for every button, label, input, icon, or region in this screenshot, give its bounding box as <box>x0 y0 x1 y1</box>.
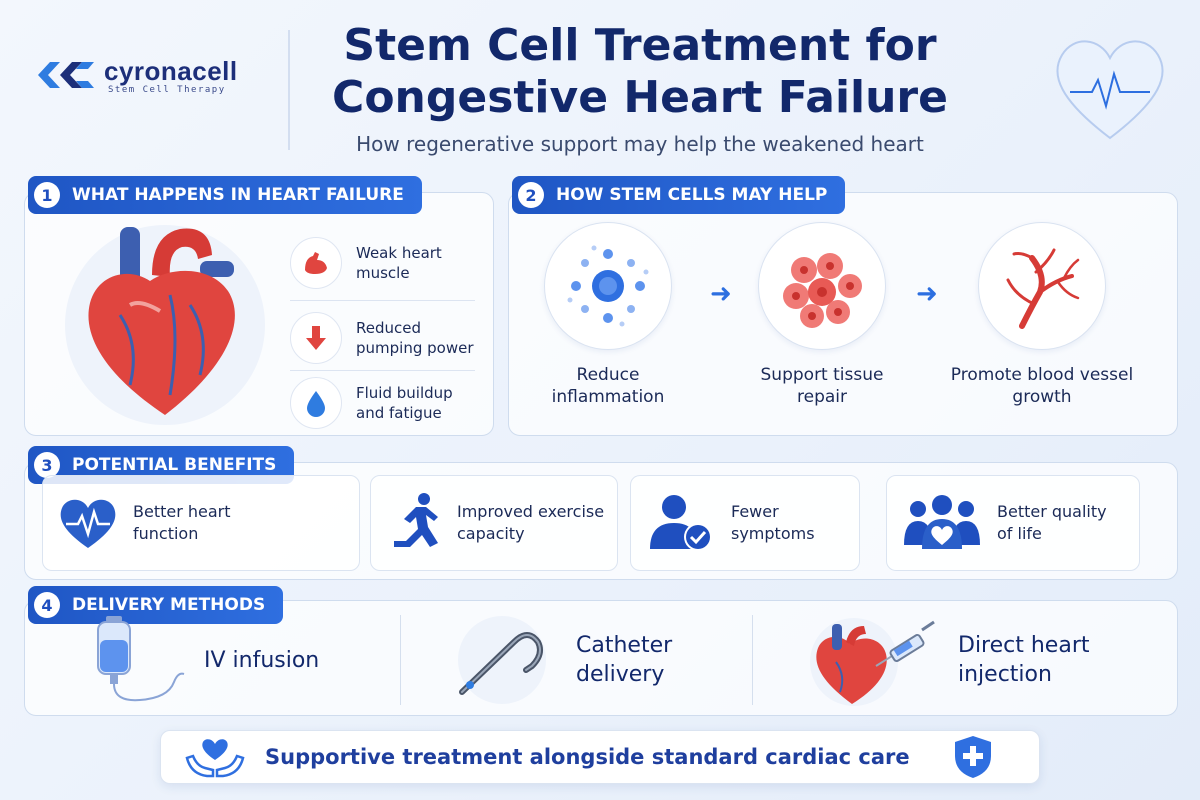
heart-pulse-icon <box>43 483 133 563</box>
method-divider <box>752 615 753 705</box>
decorative-heart-pulse-icon <box>1056 40 1164 140</box>
method-divider <box>400 615 401 705</box>
muscle-icon <box>290 237 342 289</box>
benefit-card: Fewer symptoms <box>630 475 860 571</box>
benefit-card: Better heart function <box>42 475 360 571</box>
symptom-divider <box>290 370 475 371</box>
catheter-icon <box>458 616 546 704</box>
section-number: 1 <box>34 182 60 208</box>
section-number: 3 <box>34 452 60 478</box>
section-number: 4 <box>34 592 60 618</box>
benefit-card: Better quality of life <box>886 475 1140 571</box>
benefit-label: Better heart function <box>133 502 231 543</box>
group-heart-icon <box>887 483 997 563</box>
hands-heart-icon <box>185 739 245 778</box>
symptom-divider <box>290 300 475 301</box>
section-delivery-header: 4 DELIVERY METHODS <box>28 586 284 624</box>
header-divider <box>288 30 290 150</box>
down-arrow-icon <box>290 312 342 364</box>
stem-cell-icon <box>544 222 672 350</box>
mechanism-step: Reduce inflammation <box>508 222 708 408</box>
section-number: 2 <box>518 182 544 208</box>
footer-text: Supportive treatment alongside standard … <box>265 745 910 769</box>
brand-logo: cyronacell Stem Cell Therapy <box>32 52 272 102</box>
method-label: Catheter delivery <box>576 633 673 687</box>
page-subtitle: How regenerative support may help the we… <box>356 132 924 156</box>
cyronacell-logo-icon <box>38 62 94 88</box>
runner-icon <box>371 483 457 563</box>
symptom-item: Fluid buildup and fatigue <box>290 370 475 436</box>
footer-banner: Supportive treatment alongside standard … <box>160 730 1040 784</box>
delivery-method: IV infusion <box>80 610 380 710</box>
benefit-card: Improved exercise capacity <box>370 475 618 571</box>
benefit-label: Fewer symptoms <box>731 502 815 543</box>
mechanism-step: Support tissue repair <box>722 222 922 408</box>
iv-bag-icon <box>97 616 185 702</box>
brand-name: cyronacell <box>104 56 238 86</box>
section-title: POTENTIAL BENEFITS <box>72 455 277 475</box>
blood-vessel-icon <box>978 222 1106 350</box>
section-benefits-header: 3 POTENTIAL BENEFITS <box>28 446 295 484</box>
shield-cross-icon <box>955 736 991 778</box>
symptom-label: Weak heart muscle <box>356 244 442 282</box>
section-title: HOW STEM CELLS MAY HELP <box>556 185 828 205</box>
brand-tagline: Stem Cell Therapy <box>108 85 226 95</box>
section-stem-cells-header: 2 HOW STEM CELLS MAY HELP <box>512 176 846 214</box>
mechanism-step: Promote blood vessel growth <box>942 222 1142 408</box>
method-label: Direct heart injection <box>958 633 1090 687</box>
delivery-method: Catheter delivery <box>452 610 742 710</box>
step-label: Support tissue repair <box>760 365 884 407</box>
symptom-item: Weak heart muscle <box>290 230 475 296</box>
arrow-right-icon: ➜ <box>710 278 732 308</box>
symptom-label: Fluid buildup and fatigue <box>356 384 453 422</box>
arrow-right-icon: ➜ <box>916 278 938 308</box>
page-title: Stem Cell Treatment for Congestive Heart… <box>332 20 948 123</box>
droplet-icon <box>290 377 342 429</box>
method-label: IV infusion <box>204 647 320 673</box>
section-heart-failure-header: 1 WHAT HAPPENS IN HEART FAILURE <box>28 176 422 214</box>
person-check-icon <box>631 483 731 563</box>
step-label: Promote blood vessel growth <box>950 365 1134 407</box>
benefit-label: Improved exercise capacity <box>457 502 605 543</box>
step-label: Reduce inflammation <box>551 365 665 407</box>
heart-anatomy-icon <box>65 225 265 425</box>
symptom-item: Reduced pumping power <box>290 305 475 371</box>
heart-syringe-icon <box>810 618 935 706</box>
cell-cluster-icon <box>758 222 886 350</box>
symptom-label: Reduced pumping power <box>356 319 474 357</box>
section-title: DELIVERY METHODS <box>72 595 266 615</box>
section-title: WHAT HAPPENS IN HEART FAILURE <box>72 185 404 205</box>
benefit-label: Better quality of life <box>997 502 1107 543</box>
delivery-method: Direct heart injection <box>806 610 1136 710</box>
